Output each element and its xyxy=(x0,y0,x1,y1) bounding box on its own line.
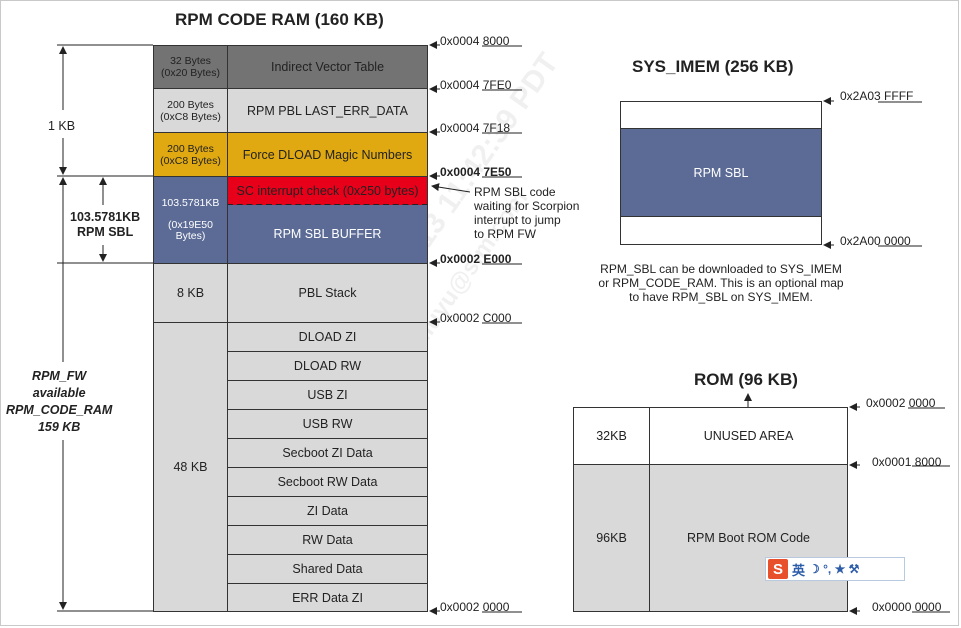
label-rpm-sbl-size: 103.5781KB RPM SBL xyxy=(70,210,141,239)
rpm-code-ram-title: RPM CODE RAM (160 KB) xyxy=(175,10,384,29)
addr-2e000: 0x0002 E000 xyxy=(440,252,512,266)
shared-data: Shared Data xyxy=(227,554,428,584)
rpm-pbl-last-err-data: RPM PBL LAST_ERR_DATA xyxy=(227,88,428,133)
addr-2c000: 0x0002 C000 xyxy=(440,311,512,325)
label-rpm-fw: RPM_FW available RPM_CODE_RAM 159 KB xyxy=(6,369,113,434)
ime-toolbar[interactable]: S 英 ☽ °, ★ ⚒ xyxy=(765,557,905,581)
err-data-zi: ERR Data ZI xyxy=(227,583,428,612)
ime-tool-icons[interactable]: ☽ °, ★ ⚒ xyxy=(809,562,860,576)
secboot-zi-data: Secboot ZI Data xyxy=(227,438,428,468)
addr-47e50: 0x0004 7E50 xyxy=(440,165,512,179)
dload-zi: DLOAD ZI xyxy=(227,322,428,352)
rpm-sbl-buffer: RPM SBL BUFFER xyxy=(227,205,428,264)
sys-imem-rpm-sbl: RPM SBL xyxy=(620,128,822,217)
rom-unused-area: UNUSED AREA xyxy=(649,407,848,465)
sys-imem-addr-top: 0x2A03 FFFF xyxy=(840,89,914,103)
size-force-dload: 200 Bytes (0xC8 Bytes) xyxy=(153,132,228,177)
addr-47f18: 0x0004 7F18 xyxy=(440,121,511,135)
usb-zi: USB ZI xyxy=(227,380,428,410)
size-sbl-buffer: 103.5781KB (0x19E50 Bytes) xyxy=(153,176,228,264)
rpm-sbl-note: RPM SBL code waiting for Scorpion interr… xyxy=(474,185,580,241)
sbl-note-arrow xyxy=(431,183,471,193)
size-pbl-stack: 8 KB xyxy=(153,263,228,323)
rw-data: RW Data xyxy=(227,525,428,555)
rom-title: ROM (96 KB) xyxy=(694,370,798,389)
sys-imem-bottom-empty xyxy=(620,216,822,245)
zi-data: ZI Data xyxy=(227,496,428,526)
pbl-stack: PBL Stack xyxy=(227,263,428,323)
rom-boot-code: RPM Boot ROM Code xyxy=(649,464,848,612)
force-dload-magic-numbers: Force DLOAD Magic Numbers xyxy=(227,132,428,177)
rom-addr-00000: 0x0000 0000 xyxy=(872,600,942,614)
label-1kb: 1 KB xyxy=(48,119,76,133)
size-vector-table: 32 Bytes (0x20 Bytes) xyxy=(153,45,228,89)
sys-imem-addr-bottom: 0x2A00 0000 xyxy=(840,234,911,248)
indirect-vector-table: Indirect Vector Table xyxy=(227,45,428,89)
addr-48000: 0x0004 8000 xyxy=(440,34,510,48)
ime-language-toggle[interactable]: 英 xyxy=(792,562,806,578)
sys-imem-note: RPM_SBL can be downloaded to SYS_IMEM or… xyxy=(598,262,844,304)
rom-size-32kb: 32KB xyxy=(573,407,650,465)
rom-addr-20000: 0x0002 0000 xyxy=(866,396,936,410)
secboot-rw-data: Secboot RW Data xyxy=(227,467,428,497)
sys-imem-title: SYS_IMEM (256 KB) xyxy=(632,57,794,76)
addr-47fe0: 0x0004 7FE0 xyxy=(440,78,512,92)
sogou-logo-icon[interactable]: S xyxy=(768,559,788,579)
addr-20000: 0x0002 0000 xyxy=(440,600,510,614)
